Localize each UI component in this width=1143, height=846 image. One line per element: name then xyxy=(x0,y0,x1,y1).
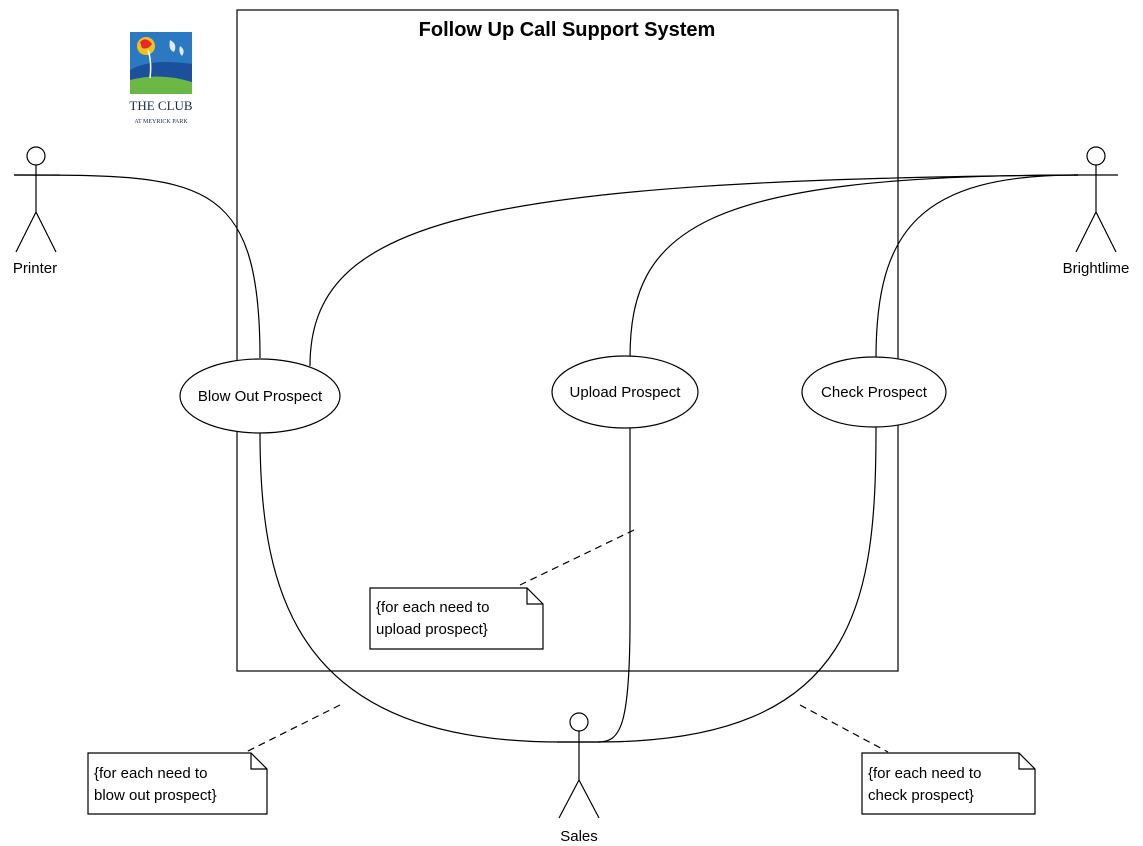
note-fold xyxy=(1018,753,1035,770)
edge-sales-check xyxy=(597,425,877,743)
note-line-2: upload prospect} xyxy=(376,621,488,638)
system-boundary xyxy=(236,9,899,672)
actor-body xyxy=(557,731,601,819)
actor-head xyxy=(1086,146,1106,166)
note-blowout-connector xyxy=(239,704,341,756)
note-shape xyxy=(369,587,544,650)
note-upload-prospect[interactable]: {for each need to upload prospect} xyxy=(369,587,544,650)
logo-flower xyxy=(140,39,152,49)
note-upload-connector xyxy=(519,529,635,586)
note-blow-out-prospect[interactable]: {for each need to blow out prospect} xyxy=(87,752,268,815)
actor-label: Brightlime xyxy=(1063,260,1130,277)
actor-head xyxy=(569,712,589,732)
note-fold xyxy=(526,588,543,605)
note-fold xyxy=(250,753,267,770)
actor-printer[interactable]: Printer xyxy=(13,146,60,277)
logo-subtitle: AT MEYRICK PARK xyxy=(134,119,188,125)
use-case-check-prospect[interactable]: Check Prospect xyxy=(801,356,947,428)
actor-head xyxy=(26,146,46,166)
actor-label: Printer xyxy=(13,260,57,277)
actor-brightlime[interactable]: Brightlime xyxy=(1063,146,1130,277)
note-line-2: blow out prospect} xyxy=(94,787,217,804)
use-case-blow-out-prospect[interactable]: Blow Out Prospect xyxy=(179,358,341,434)
edge-brightlime-blowout xyxy=(309,174,1079,367)
edge-printer-blowout xyxy=(13,174,261,359)
actor-label: Sales xyxy=(560,828,598,845)
use-case-ellipse xyxy=(801,356,947,428)
use-case-upload-prospect[interactable]: Upload Prospect xyxy=(551,355,699,429)
logo-title: THE CLUB xyxy=(129,98,193,113)
use-case-label: Upload Prospect xyxy=(570,384,682,401)
note-line-1: {for each need to xyxy=(94,765,207,782)
edge-sales-blowout xyxy=(259,432,561,743)
use-case-label: Blow Out Prospect xyxy=(198,388,323,405)
actor-sales[interactable]: Sales xyxy=(557,712,601,845)
logo-stem xyxy=(147,49,152,79)
actor-body xyxy=(14,165,60,253)
note-check-prospect[interactable]: {for each need to check prospect} xyxy=(861,752,1036,815)
note-check-connector xyxy=(799,704,889,753)
logo-splash-2 xyxy=(179,46,184,56)
system-title: Follow Up Call Support System xyxy=(419,19,716,41)
note-line-1: {for each need to xyxy=(376,599,489,616)
use-case-ellipse xyxy=(179,358,341,434)
edge-sales-upload xyxy=(597,428,631,743)
note-shape xyxy=(87,752,268,815)
use-case-label: Check Prospect xyxy=(821,384,928,401)
logo-splash xyxy=(169,40,176,52)
use-case-ellipse xyxy=(551,355,699,429)
note-line-1: {for each need to xyxy=(868,765,981,782)
edge-brightlime-upload xyxy=(629,174,1079,359)
edge-brightlime-check xyxy=(875,174,1079,359)
note-shape xyxy=(861,752,1036,815)
actor-body xyxy=(1074,165,1118,253)
note-line-2: check prospect} xyxy=(868,787,974,804)
logo-grass xyxy=(130,76,192,94)
club-logo: THE CLUB AT MEYRICK PARK xyxy=(129,32,193,125)
